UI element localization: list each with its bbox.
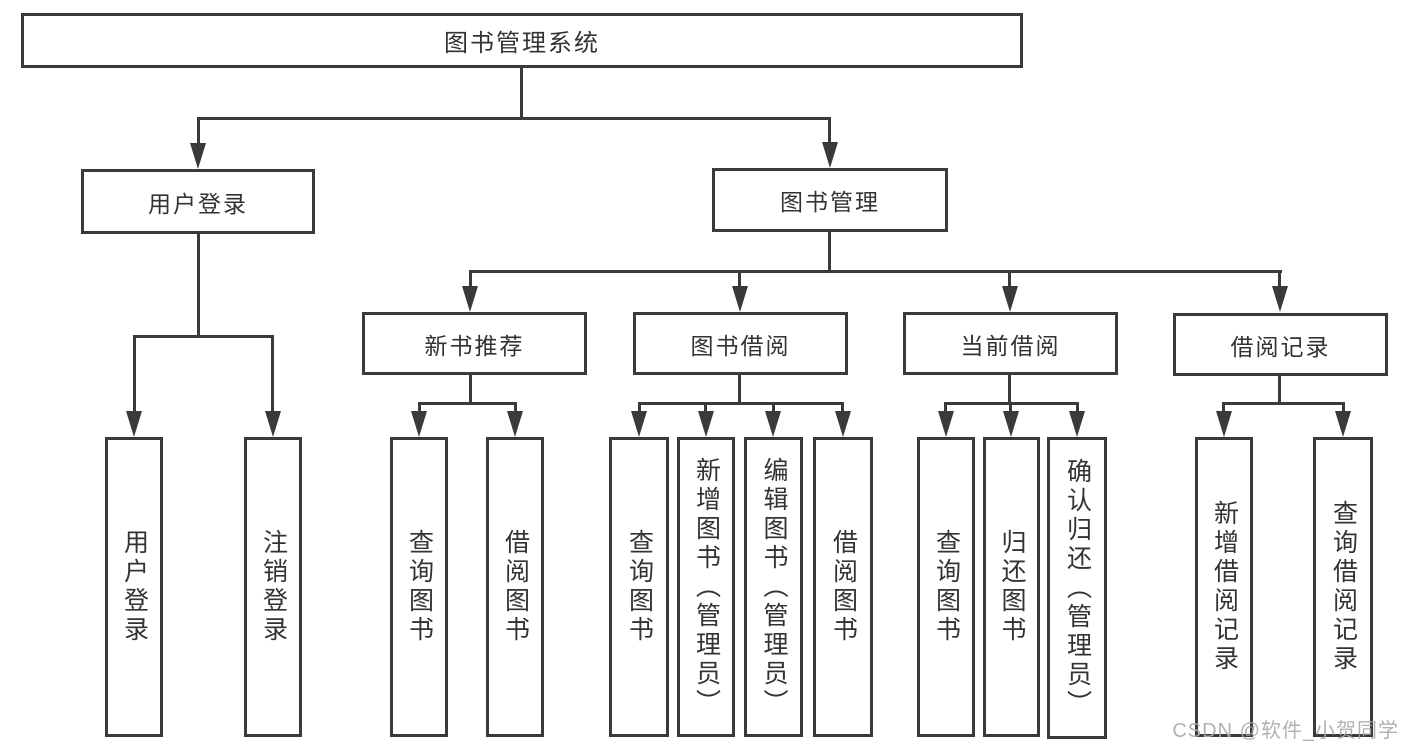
connector-new-book-horizontal bbox=[418, 402, 517, 405]
connector-current-borrow-leaf1-stem bbox=[944, 402, 947, 415]
leaf-edit-book-admin-label: 编辑图书（管理员） bbox=[760, 456, 788, 718]
arrowhead-user-login-leaf2-icon bbox=[265, 411, 281, 437]
leaf-query-borrow-record: 查询借阅记录 bbox=[1313, 437, 1373, 737]
leaf-return-book: 归还图书 bbox=[983, 437, 1040, 737]
node-current-borrow: 当前借阅 bbox=[903, 312, 1118, 375]
node-borrow-records: 借阅记录 bbox=[1173, 313, 1388, 376]
connector-level1-horizontal bbox=[197, 117, 831, 120]
connector-new-book-stem bbox=[469, 375, 472, 405]
leaf-logout: 注销登录 bbox=[244, 437, 302, 737]
arrowhead-current-borrow-leaf3-icon bbox=[1069, 411, 1085, 437]
arrowhead-new-book-leaf2-icon bbox=[507, 411, 523, 437]
node-book-mgmt: 图书管理 bbox=[712, 168, 948, 232]
connector-stem-new-book bbox=[469, 270, 472, 290]
connector-book-borrow-horizontal bbox=[638, 402, 844, 405]
watermark: CSDN @软件_小贺同学 bbox=[1172, 720, 1399, 742]
connector-root-stem bbox=[520, 68, 523, 118]
connector-book-borrow-leaf4-stem bbox=[841, 402, 844, 415]
leaf-borrow-book-label: 借阅图书 bbox=[829, 529, 858, 645]
leaf-borrow-query: 查询图书 bbox=[609, 437, 669, 737]
leaf-add-borrow-record-label: 新增借阅记录 bbox=[1210, 500, 1239, 674]
arrowhead-current-borrow-leaf1-icon bbox=[938, 411, 954, 437]
arrowhead-current-borrow-leaf2-icon bbox=[1003, 411, 1019, 437]
node-new-book: 新书推荐 bbox=[362, 312, 587, 375]
leaf-add-book-admin-label: 新增图书（管理员） bbox=[692, 456, 721, 718]
node-user-login-label: 用户登录 bbox=[148, 190, 248, 217]
connector-borrow-records-horizontal bbox=[1222, 402, 1345, 405]
leaf-query-borrow-record-label: 查询借阅记录 bbox=[1329, 500, 1358, 674]
connector-user-login-horizontal bbox=[133, 335, 274, 338]
arrowhead-book-borrow-leaf3-icon bbox=[765, 411, 781, 437]
node-borrow-records-label: 借阅记录 bbox=[1230, 333, 1331, 360]
arrowhead-user-login-icon bbox=[190, 143, 206, 169]
connector-book-borrow-stem bbox=[738, 375, 741, 405]
leaf-borrow-book: 借阅图书 bbox=[813, 437, 873, 737]
connector-current-borrow-leaf2-stem bbox=[1009, 402, 1012, 415]
node-new-book-label: 新书推荐 bbox=[424, 332, 525, 359]
arrowhead-book-borrow-leaf2-icon bbox=[698, 411, 714, 437]
node-root: 图书管理系统 bbox=[21, 13, 1023, 68]
leaf-new-book-query: 查询图书 bbox=[390, 437, 448, 737]
node-book-mgmt-label: 图书管理 bbox=[780, 189, 880, 215]
leaf-add-book-admin: 新增图书（管理员） bbox=[677, 437, 735, 737]
connector-level2-horizontal bbox=[469, 270, 1282, 273]
leaf-new-book-query-label: 查询图书 bbox=[405, 529, 434, 645]
node-root-label: 图书管理系统 bbox=[444, 30, 600, 57]
leaf-borrow-query-label: 查询图书 bbox=[625, 529, 654, 645]
arrowhead-new-book-leaf1-icon bbox=[411, 411, 427, 437]
arrowhead-current-borrow-icon bbox=[1002, 286, 1018, 312]
leaf-edit-book-admin: 编辑图书（管理员） bbox=[744, 437, 803, 737]
connector-stem-borrow-records bbox=[1278, 270, 1281, 290]
connector-book-borrow-leaf2-stem bbox=[704, 402, 707, 415]
leaf-user-login: 用户登录 bbox=[105, 437, 163, 737]
connector-user-login-leaf1-stem bbox=[133, 335, 136, 413]
leaf-current-query-label: 查询图书 bbox=[932, 529, 961, 645]
arrowhead-book-borrow-icon bbox=[732, 286, 748, 312]
leaf-confirm-return-admin: 确认归还（管理员） bbox=[1047, 437, 1107, 739]
arrowhead-borrow-records-icon bbox=[1272, 286, 1288, 312]
connector-book-borrow-leaf3-stem bbox=[772, 402, 775, 415]
connector-borrow-records-leaf1-stem bbox=[1222, 402, 1225, 415]
leaf-new-book-borrow-label: 借阅图书 bbox=[501, 529, 530, 645]
connector-borrow-records-stem bbox=[1278, 375, 1281, 405]
arrowhead-borrow-records-leaf2-icon bbox=[1335, 411, 1351, 437]
connector-stem-user-login bbox=[197, 117, 200, 145]
connector-current-borrow-stem bbox=[1008, 375, 1011, 405]
leaf-new-book-borrow: 借阅图书 bbox=[486, 437, 544, 737]
connector-borrow-records-leaf2-stem bbox=[1342, 402, 1345, 415]
arrowhead-book-borrow-leaf1-icon bbox=[631, 411, 647, 437]
connector-stem-book-borrow bbox=[738, 270, 741, 290]
arrowhead-user-login-leaf1-icon bbox=[126, 411, 142, 437]
arrowhead-new-book-icon bbox=[462, 286, 478, 312]
node-current-borrow-label: 当前借阅 bbox=[960, 332, 1061, 359]
arrowhead-book-borrow-leaf4-icon bbox=[835, 411, 851, 437]
connector-current-borrow-leaf3-stem bbox=[1076, 402, 1079, 415]
leaf-current-query: 查询图书 bbox=[917, 437, 975, 737]
node-book-borrow: 图书借阅 bbox=[633, 312, 848, 375]
connector-book-mgmt-stem bbox=[828, 232, 831, 273]
connector-user-login-stem bbox=[197, 234, 200, 338]
connector-stem-current-borrow bbox=[1008, 270, 1011, 290]
connector-stem-book-mgmt bbox=[828, 117, 831, 145]
leaf-return-book-label: 归还图书 bbox=[998, 529, 1026, 645]
leaf-user-login-label: 用户登录 bbox=[120, 529, 149, 645]
node-user-login: 用户登录 bbox=[81, 169, 315, 234]
connector-new-book-leaf1-stem bbox=[418, 402, 421, 415]
connector-book-borrow-leaf1-stem bbox=[638, 402, 641, 415]
connector-new-book-leaf2-stem bbox=[514, 402, 517, 415]
arrowhead-borrow-records-leaf1-icon bbox=[1216, 411, 1232, 437]
node-book-borrow-label: 图书借阅 bbox=[690, 332, 791, 359]
arrowhead-book-mgmt-icon bbox=[822, 142, 838, 168]
leaf-add-borrow-record: 新增借阅记录 bbox=[1195, 437, 1253, 737]
leaf-confirm-return-admin-label: 确认归还（管理员） bbox=[1063, 457, 1092, 719]
leaf-logout-label: 注销登录 bbox=[259, 529, 288, 645]
connector-user-login-leaf2-stem bbox=[271, 335, 274, 413]
